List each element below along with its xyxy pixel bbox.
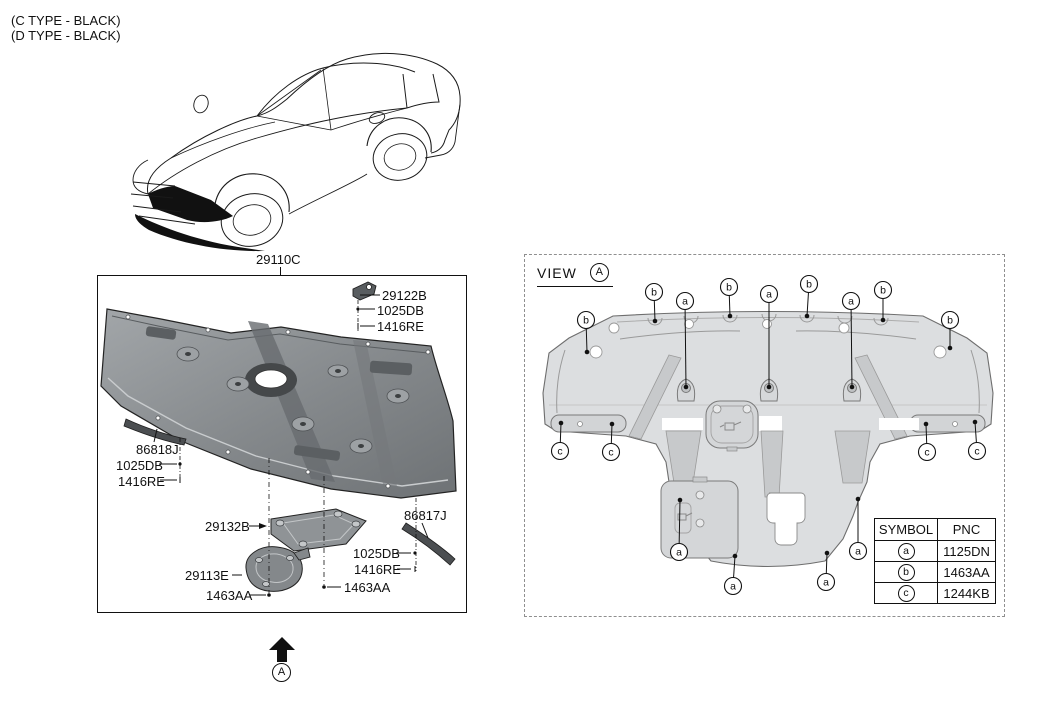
- callout-circle-a: [759, 284, 779, 304]
- callout-circle-a: [675, 291, 695, 311]
- center-cover-part: [270, 508, 367, 552]
- callout-circle-b: [719, 277, 739, 297]
- part-label-1416RE-top: 1416RE: [377, 319, 424, 334]
- callout-circle-a: [816, 572, 836, 592]
- callout-letter-b: b: [880, 285, 886, 297]
- part-label-86818J: 86818J: [136, 442, 179, 457]
- assembly-leader-line: [280, 267, 281, 276]
- callout-circle-b: [576, 310, 596, 330]
- part-label-29132B: 29132B: [205, 519, 250, 534]
- type-note-c: (C TYPE - BLACK): [11, 13, 121, 28]
- callout-letter-a: a: [766, 289, 772, 301]
- callout-letter-c: c: [608, 447, 613, 459]
- part-label-1025DB-right: 1025DB: [353, 546, 400, 561]
- oil-can-icon-2: [677, 512, 693, 521]
- under-cover-panel: [100, 308, 457, 499]
- callout-letter-a: a: [676, 547, 682, 559]
- type-note-d: (D TYPE - BLACK): [11, 28, 121, 43]
- pnc-header-cell: PNC: [937, 518, 996, 541]
- symbol-header-cell: SYMBOL: [874, 518, 938, 541]
- left-parts-art: [100, 281, 457, 597]
- symbol-table: SYMBOL PNC a 1125DN b 1463AA c 1244KB: [874, 518, 996, 604]
- callout-circle-c: [967, 441, 987, 461]
- callout-circle-b: [799, 274, 819, 294]
- part-label-1416RE-left: 1416RE: [118, 474, 165, 489]
- part-label-29113E: 29113E: [185, 568, 229, 583]
- symbol-table-header: SYMBOL PNC: [874, 518, 996, 541]
- callout-circle-c: [917, 442, 937, 462]
- callout-letter-a: a: [855, 546, 861, 558]
- callout-letter-b: b: [726, 282, 732, 294]
- view-title-text: VIEW: [537, 264, 577, 281]
- direction-marker: A: [272, 663, 291, 682]
- callout-letter-a: a: [848, 296, 854, 308]
- callout-circle-a: [669, 542, 689, 562]
- part-label-29122B: 29122B: [382, 288, 427, 303]
- table-row: b 1463AA: [874, 561, 996, 583]
- assembly-label: 29110C: [256, 252, 301, 267]
- view-panel-shape: [542, 310, 994, 568]
- part-label-1463AA-left: 1463AA: [206, 588, 253, 603]
- strip-86818J: [123, 418, 187, 446]
- part-label-86817J: 86817J: [404, 508, 447, 523]
- leader-lines: [153, 294, 429, 597]
- part-label-1025DB-left: 1025DB: [116, 458, 163, 473]
- oil-can-icon: [719, 421, 742, 431]
- side-cover-part: [245, 546, 311, 592]
- callout-letter-a: a: [823, 577, 829, 589]
- callout-letter-b: b: [651, 287, 657, 299]
- callout-letter-c: c: [974, 446, 979, 458]
- symbol-a: a: [897, 543, 915, 560]
- callout-letter-a: a: [682, 296, 688, 308]
- callout-letter-a: a: [730, 581, 736, 593]
- pnc-c: 1244KB: [937, 582, 996, 604]
- pnc-a: 1125DN: [937, 540, 996, 562]
- callout-letter-b: b: [583, 315, 589, 327]
- part-label-1416RE-right: 1416RE: [354, 562, 401, 577]
- callout-circle-c: [601, 442, 621, 462]
- callout-letter-b: b: [947, 315, 953, 327]
- symbol-b: b: [897, 564, 915, 581]
- table-row: a 1125DN: [874, 540, 996, 562]
- callout-letter-b: b: [806, 279, 812, 291]
- view-ref-marker: A: [589, 263, 609, 282]
- type-notes: (C TYPE - BLACK) (D TYPE - BLACK): [11, 13, 121, 43]
- callout-letter-c: c: [924, 447, 929, 459]
- callout-circle-b: [644, 282, 664, 302]
- callout-letter-c: c: [557, 446, 562, 458]
- direction-arrow-icon: [269, 637, 295, 662]
- callout-circle-a: [841, 291, 861, 311]
- pnc-b: 1463AA: [937, 561, 996, 583]
- callout-circle-b: [873, 280, 893, 300]
- part-label-1025DB-top: 1025DB: [377, 303, 424, 318]
- callout-circle-a: [848, 541, 868, 561]
- strip-86817J: [401, 522, 456, 566]
- callout-circle-a: [723, 576, 743, 596]
- oil-access-cover: [705, 400, 759, 452]
- bracket-part: [352, 281, 377, 301]
- left-parts-box: 29122B 1025DB 1416RE 86818J 1025DB 1416R…: [97, 275, 467, 613]
- part-label-1463AA-right: 1463AA: [344, 580, 391, 595]
- table-row: c 1244KB: [874, 582, 996, 604]
- symbol-c: c: [897, 585, 915, 602]
- view-title: VIEW A: [537, 263, 613, 287]
- callout-circle-c: [550, 441, 570, 461]
- car-illustration: [130, 52, 461, 252]
- callout-circle-b: [940, 310, 960, 330]
